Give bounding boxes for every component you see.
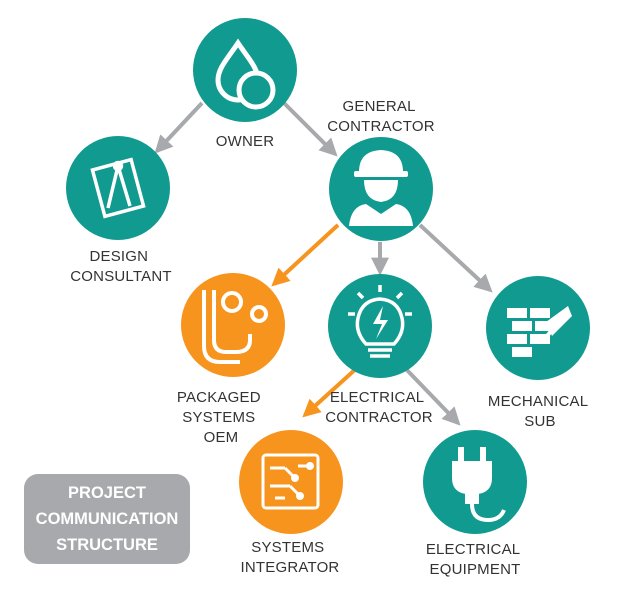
gears-pipe-icon [202,290,268,364]
design-consultant-label-2: CONSULTANT [70,268,171,285]
circuit-board-icon [261,453,320,510]
badge-line-1: PROJECT [68,484,146,502]
badge-line-3: STRUCTURE [56,536,158,554]
svg-text:PACKAGED SYSTEMS O: PACKAGED SYSTEMS OEM [177,389,265,446]
svg-text:SYSTEMS INTEGRATOR: SYSTEMS INTEGRATOR [241,539,340,576]
edge-ec-systems-integrator [302,365,360,418]
node-mechanical-sub: MECHANICAL SUB [486,276,592,430]
svg-text:DESIGN CONSULTANT: DESIGN CONSULTANT [70,248,171,285]
edge-gc-mechanical-sub [418,223,493,293]
design-consultant-label-1: DESIGN [89,248,148,265]
packaged-systems-label-1: PACKAGED [177,389,261,406]
electrical-equipment-label-2: EQUIPMENT [430,561,521,578]
electrical-equipment-label-1: ELECTRICAL [426,541,520,558]
systems-integrator-label-2: INTEGRATOR [241,559,340,576]
electrical-contractor-label-2: CONTRACTOR [325,409,433,426]
general-contractor-label-1: GENERAL [343,98,416,115]
general-contractor-label-2: CONTRACTOR [327,118,435,135]
svg-text:ELECTRICAL EQUIPMENT: ELECTRICAL EQUIPMENT [426,541,524,578]
node-packaged-systems-oem: PACKAGED SYSTEMS OEM [177,273,285,446]
svg-text:MECHANICAL SUB: MECHANICAL SUB [488,393,592,430]
lightbulb-bolt-icon [348,285,412,358]
mechanical-sub-label-2: SUB [524,413,555,430]
edge-owner-design-consultant [154,101,204,154]
node-systems-integrator: SYSTEMS INTEGRATOR [239,430,343,576]
electrical-contractor-label-1: ELECTRICAL [330,389,424,406]
edge-gc-packaged-systems [271,223,340,287]
drafting-tools-icon [90,157,146,219]
packaged-systems-label-2: SYSTEMS [182,409,255,426]
node-electrical-equipment: ELECTRICAL EQUIPMENT [423,430,527,578]
edge-ec-electrical-equipment [402,365,461,426]
node-design-consultant: DESIGN CONSULTANT [66,136,172,285]
node-general-contractor: GENERAL CONTRACTOR [327,98,435,241]
systems-integrator-label-1: SYSTEMS [251,539,324,556]
node-owner: OWNER [193,18,297,150]
svg-text:GENERAL CONTRACTOR: GENERAL CONTRACTOR [327,98,435,135]
hardhat-worker-icon [349,150,413,226]
svg-text:OWNER: OWNER [216,133,275,150]
power-plug-icon [452,447,506,523]
packaged-systems-label-3: OEM [204,429,239,446]
svg-text:ELECTRICAL CONTRACTOR: ELECTRICAL CONTRACTOR [325,389,433,426]
bricks-trowel-icon [507,306,572,357]
mechanical-sub-label-1: MECHANICAL [488,393,588,410]
badge-line-2: COMMUNICATION [35,510,179,528]
water-drops-icon [215,38,276,110]
owner-label: OWNER [216,133,275,150]
edge-owner-general-contractor [282,101,338,157]
node-electrical-contractor: ELECTRICAL CONTRACTOR [325,274,433,426]
project-communication-structure-badge: PROJECT COMMUNICATION STRUCTURE [24,474,190,564]
edges [154,101,493,426]
